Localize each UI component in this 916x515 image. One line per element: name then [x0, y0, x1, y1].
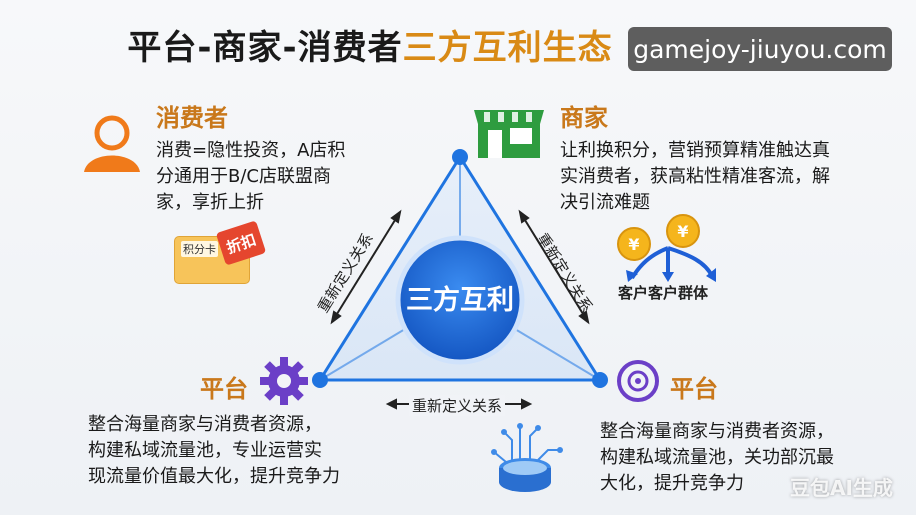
settings-circle-icon — [617, 360, 659, 402]
platform-left-title: 平台 — [200, 375, 248, 403]
title-main: 平台-商家-消费者 — [127, 28, 403, 68]
consumer-title: 消费者 — [156, 104, 228, 132]
data-pool-icon — [491, 423, 563, 492]
merchant-title: 商家 — [560, 104, 608, 132]
platform-left-desc: 整合海量商家与消费者资源， 构建私域流量池，专业运营实 现流量价值最大化，提升竞… — [88, 412, 340, 490]
platform-right-title: 平台 — [670, 375, 718, 403]
consumer-desc-line: 分通用于B/C店联盟商 — [156, 166, 331, 187]
center-hub — [395, 235, 525, 365]
merchant-desc-line: 让利换积分，营销预算精准触达真 — [560, 140, 830, 161]
merchant-desc-line: 决引流难题 — [560, 192, 650, 213]
person-icon — [84, 115, 140, 172]
platform-right-desc-line: 整合海量商家与消费者资源， — [600, 421, 834, 442]
platform-right-desc-line: 构建私域流量池，关功部沉最 — [600, 447, 834, 468]
node-top — [452, 149, 468, 165]
center-label: 三方互利 — [406, 285, 514, 316]
node-right — [592, 372, 608, 388]
consumer-desc-line: 家，享折上折 — [156, 192, 264, 213]
watermark: gamejoy-jiuyou.com — [628, 27, 892, 71]
coin-icon: ¥ — [617, 227, 651, 261]
customer-group-label: 客户客户群体 — [618, 284, 709, 302]
store-icon — [474, 110, 544, 158]
platform-right-desc: 整合海量商家与消费者资源， 构建私域流量池，关功部沉最 大化，提升竞争力 — [600, 419, 834, 497]
coin-icon: ¥ — [666, 214, 700, 248]
consumer-desc: 消费=隐性投资，A店积 分通用于B/C店联盟商 家，享折上折 — [156, 138, 345, 216]
page-title: 平台-商家-消费者三方互利生态 — [0, 20, 740, 69]
merchant-desc: 让利换积分，营销预算精准触达真 实消费者，获高粘性精准客流，解 决引流难题 — [560, 138, 830, 216]
node-left — [312, 372, 328, 388]
platform-right-desc-line: 大化，提升竞争力 — [600, 473, 744, 494]
triangle-edges — [318, 156, 602, 382]
consumer-desc-line: 消费=隐性投资，A店积 — [156, 140, 346, 161]
corner-watermark: 豆包AI生成 — [790, 476, 893, 500]
merchant-desc-line: 实消费者，获高粘性精准客流，解 — [560, 166, 830, 187]
platform-left-desc-line: 现流量价值最大化，提升竞争力 — [88, 466, 340, 487]
title-accent: 三方互利生态 — [402, 28, 613, 68]
platform-left-desc-line: 整合海量商家与消费者资源， — [88, 414, 322, 435]
platform-left-desc-line: 构建私域流量池，专业运营实 — [88, 440, 322, 461]
gear-icon — [260, 357, 308, 405]
points-card-label: 积分卡 — [181, 241, 218, 257]
edge-label-bottom: 重新定义关系 — [409, 395, 506, 416]
